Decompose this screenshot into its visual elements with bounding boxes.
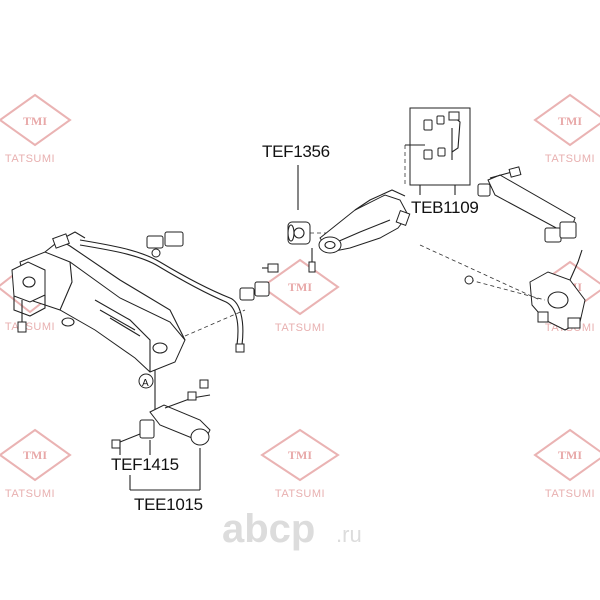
label-tee1015: TEE1015: [134, 495, 203, 514]
callout-a: A: [142, 378, 149, 389]
watermark-brand: TMI: [558, 114, 582, 128]
stabilizer-bar: [79, 231, 279, 353]
watermark-brand: TMI: [288, 280, 312, 294]
watermark-brand: TMI: [23, 448, 47, 462]
rear-knuckle: [419, 244, 586, 331]
watermark-name: TATSUMI: [5, 153, 55, 165]
watermark-name: TATSUMI: [545, 153, 595, 165]
watermark-name: TATSUMI: [5, 321, 55, 333]
watermark-name: TATSUMI: [5, 488, 55, 500]
label-tef1356: TEF1356: [262, 142, 330, 161]
watermark-brand: TMI: [23, 114, 47, 128]
watermark-top-left: TMI TATSUMI: [0, 93, 72, 165]
part-tef1356-bushing: [287, 165, 335, 273]
label-teb1109: TEB1109: [411, 198, 479, 217]
watermark-top-right: TMI TATSUMI: [533, 93, 600, 165]
watermark-name: TATSUMI: [545, 488, 595, 500]
site-name: abcp: [222, 507, 315, 551]
watermark-brand: TMI: [288, 448, 312, 462]
watermark-low-center: TMI TATSUMI: [260, 428, 340, 500]
watermark-name: TATSUMI: [275, 322, 325, 334]
upper-lateral-arm: [477, 166, 577, 243]
part-teb1109-kit: [404, 107, 471, 195]
label-tef1415: TEF1415: [111, 455, 179, 474]
watermark-brand: TMI: [558, 448, 582, 462]
watermark-center: TMI TATSUMI: [260, 258, 340, 334]
watermark-low-right: TMI TATSUMI: [533, 428, 600, 500]
watermark-low-left: TMI TATSUMI: [0, 428, 72, 500]
site-suffix: .ru: [336, 522, 362, 547]
lower-arm-assembly: [111, 370, 211, 491]
site-watermark: abcp .ru: [222, 507, 362, 551]
rear-subframe: [11, 231, 186, 373]
watermark-name: TATSUMI: [275, 488, 325, 500]
trailing-arm: [318, 189, 411, 254]
